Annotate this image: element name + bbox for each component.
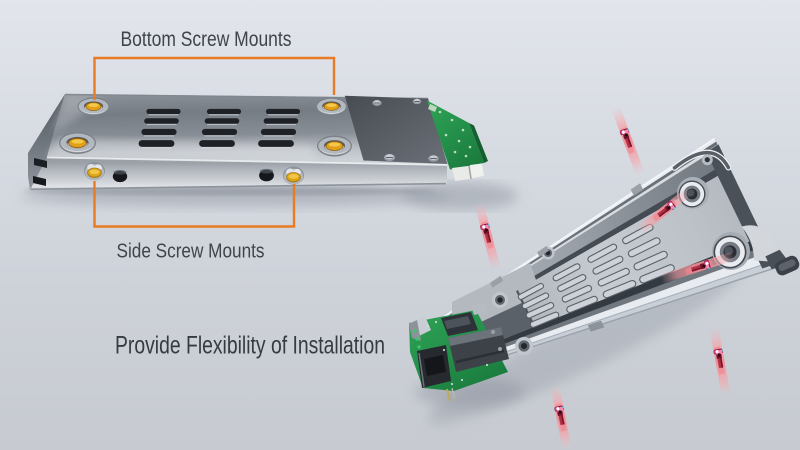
svg-text:Bottom Screw Mounts: Bottom Screw Mounts — [121, 27, 292, 51]
svg-text:Side Screw Mounts: Side Screw Mounts — [117, 240, 265, 263]
svg-text:Provide Flexibility of Install: Provide Flexibility of Installation — [115, 332, 385, 360]
